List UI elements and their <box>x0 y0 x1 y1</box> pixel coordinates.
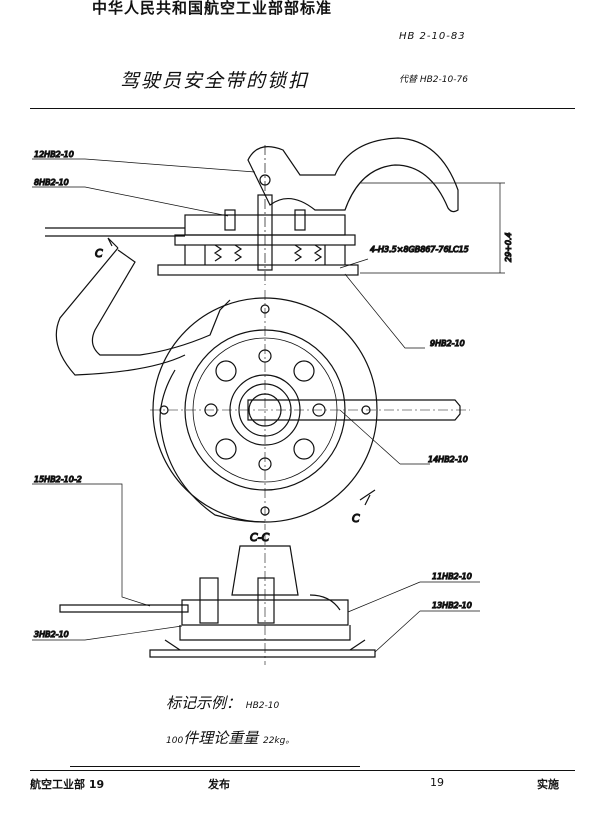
lever-tip <box>309 594 341 611</box>
marking-example: 标记示例： HB2-10 <box>166 692 279 713</box>
flange-bend <box>164 639 366 651</box>
weight-label: 件理论重量 <box>183 729 259 747</box>
boss <box>231 545 299 596</box>
footer-rule <box>30 770 575 771</box>
footer-effective: 实施 <box>537 778 559 791</box>
callout-3: 3HB2-10 <box>34 630 69 639</box>
lever-arm <box>247 137 459 213</box>
springs <box>213 244 323 262</box>
housing-section <box>181 599 349 626</box>
callout-11: 11HB2-10 <box>432 572 472 581</box>
callout-9: 9HB2-10 <box>430 339 465 348</box>
marking-value: HB2-10 <box>245 701 280 711</box>
spring-hole <box>293 438 315 460</box>
header-rule <box>30 108 575 109</box>
spring-hole <box>293 360 315 382</box>
housing-walls <box>184 245 346 265</box>
document-title: 驾驶员安全带的锁扣 <box>120 70 310 92</box>
weight-quantity: 100 <box>166 736 184 746</box>
section-arrow-top <box>107 237 119 249</box>
plan-view <box>55 237 470 530</box>
mount-plate <box>149 649 376 658</box>
dimension-label: 29+0.4 <box>504 232 513 262</box>
leader-lines <box>32 158 480 653</box>
issuing-authority: 中华人民共和国航空工业部部标准 <box>92 0 333 17</box>
callout-8: 8HB2-10 <box>34 178 69 187</box>
replaces-standard: 代替 HB2-10-76 <box>399 75 468 85</box>
spring-hole <box>215 360 237 382</box>
weight-value: 22kg。 <box>262 736 295 746</box>
screw-right <box>294 209 306 231</box>
hook-outer <box>91 249 231 356</box>
spring-hole <box>215 438 237 460</box>
flange-edge <box>159 369 266 523</box>
side-view <box>45 137 505 285</box>
theoretical-weight: 100件理论重量 22kg。 <box>166 727 294 748</box>
section-view-label: C-C <box>250 531 270 544</box>
callout-15: 15HB2-10-2 <box>34 475 82 484</box>
callout-14: 14HB2-10 <box>428 455 468 464</box>
screw-left <box>224 209 236 231</box>
marking-label: 标记示例： <box>166 694 242 712</box>
standard-number: HB 2-10-83 <box>399 31 466 42</box>
section-arrow-bottom <box>359 489 376 506</box>
footer-page: 19 <box>430 776 444 789</box>
section-mark-top: C <box>95 247 103 260</box>
footer-short-rule <box>70 766 360 767</box>
footer-issue: 发布 <box>208 778 230 791</box>
section-mark-bottom: C <box>352 512 360 525</box>
callout-13: 13HB2-10 <box>432 601 472 610</box>
footer-issuer: 航空工业部 19 <box>30 778 105 791</box>
callout-screw: 4-H3.5×8GB867-76LC15 <box>370 245 469 254</box>
callout-12: 12HB2-10 <box>34 150 74 159</box>
section-view <box>59 535 376 665</box>
hook-inner <box>55 247 186 376</box>
strap-section <box>59 604 189 613</box>
tongue-plate <box>247 399 461 421</box>
